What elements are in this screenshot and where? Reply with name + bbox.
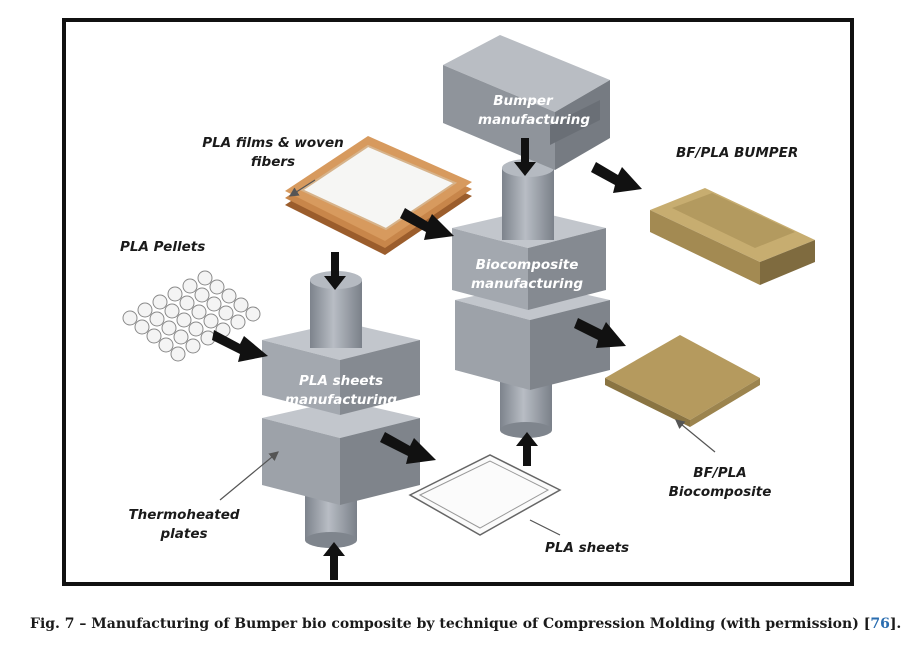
arrow-press-to-sheet (380, 432, 436, 464)
pla-sheet-output (408, 454, 562, 536)
caption-text: Fig. 7 – Manufacturing of Bumper bio com… (30, 616, 871, 632)
pla-pellets (122, 270, 261, 362)
pellet (161, 320, 177, 336)
pellet (233, 297, 249, 313)
pellet (158, 337, 174, 353)
pellet (134, 319, 150, 335)
process-arrows (212, 138, 642, 580)
caption-reference-link[interactable]: 76 (870, 616, 890, 632)
label-thermoheated-plates: Thermoheated plates (128, 507, 240, 542)
label-bf-pla-bumper: BF/PLA BUMPER (676, 145, 799, 161)
pellet (146, 328, 162, 344)
pellet (221, 288, 237, 304)
pellet (167, 286, 183, 302)
leader-thermoheated (219, 451, 279, 501)
pellet (230, 314, 246, 330)
pellet (176, 312, 192, 328)
pellet (137, 302, 153, 318)
pellet (179, 295, 195, 311)
pellet (197, 270, 213, 286)
pellet (218, 305, 234, 321)
arrow-down-right-press (514, 138, 536, 176)
caption-end: ]. (889, 616, 902, 632)
pellet (185, 338, 201, 354)
pellet (122, 310, 138, 326)
label-bumper-manufacturing: Bumper manufacturing (478, 93, 591, 128)
leader-biocomposite (675, 419, 716, 453)
arrow-mold-to-bumper (591, 162, 642, 193)
figure-caption: Fig. 7 – Manufacturing of Bumper bio com… (30, 616, 901, 632)
pellet (203, 313, 219, 329)
pellet (173, 329, 189, 345)
pellet (209, 279, 225, 295)
bf-pla-bumper (650, 188, 815, 285)
arrow-down-left-press (324, 252, 346, 290)
top-cylinder-left (310, 271, 362, 348)
label-biocomposite-manufacturing: Biocomposite manufacturing (470, 257, 583, 292)
pellet (164, 303, 180, 319)
leader-lines (219, 179, 716, 536)
biocomposite-press (452, 159, 610, 438)
pellet (191, 304, 207, 320)
biocomposite-plate (605, 335, 760, 427)
leader-films (288, 179, 316, 197)
arrow-up-left-press (323, 542, 345, 580)
lower-block-left (262, 400, 420, 505)
pellet (182, 278, 198, 294)
label-pla-sheets-manufacturing: PLA sheets manufacturing (284, 373, 397, 408)
leader-sheets (529, 519, 561, 536)
arrow-up-right-press (516, 432, 538, 466)
pellet (194, 287, 210, 303)
arrow-pellets-to-press (212, 330, 268, 362)
arrow-films-to-press (400, 208, 454, 240)
pellet (188, 321, 204, 337)
pellet (245, 306, 261, 322)
pla-sheets-press (262, 271, 420, 548)
arrow-press-to-plate (574, 318, 626, 348)
pellet (149, 311, 165, 327)
pellet (206, 296, 222, 312)
pellet (170, 346, 186, 362)
pla-films-stack (285, 136, 472, 255)
label-bf-pla-biocomposite: BF/PLA Biocomposite (668, 465, 772, 500)
label-pla-pellets: PLA Pellets (120, 239, 206, 255)
pellet (152, 294, 168, 310)
label-pla-sheets: PLA sheets (545, 540, 630, 556)
label-pla-films-woven-fibers: PLA films & woven fibers (202, 135, 344, 170)
